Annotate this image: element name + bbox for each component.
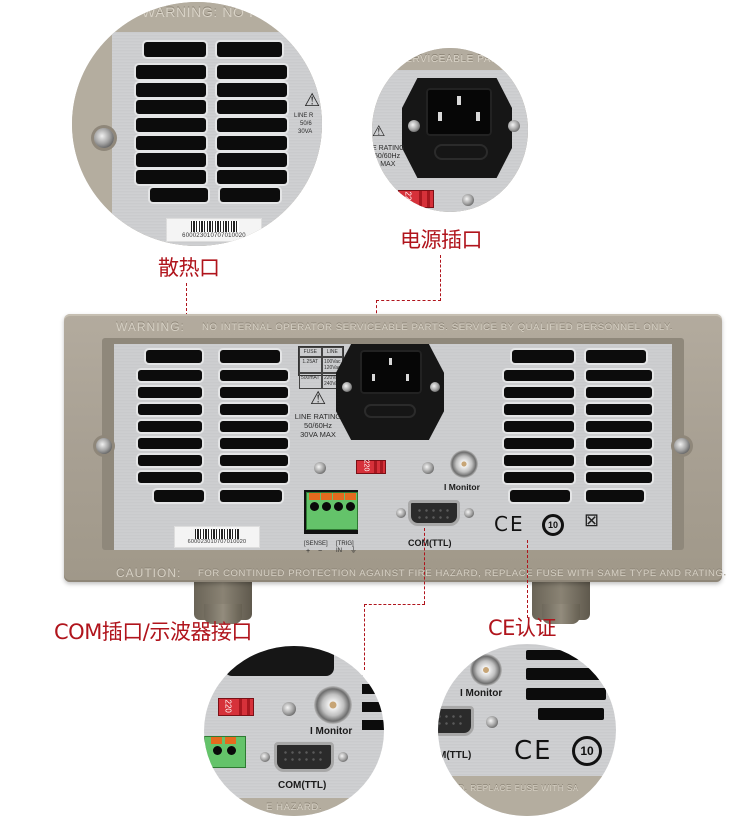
com-ttl-port[interactable] xyxy=(438,706,474,736)
weee-bin-icon: ⊠ xyxy=(584,510,600,530)
device-rear-panel: WARNING: NO INTERNAL OPERATOR SERVICEABL… xyxy=(64,314,726,582)
screw-icon xyxy=(408,120,420,132)
i-monitor-bnc[interactable] xyxy=(314,686,352,724)
barcode-label: 600023010707010020 xyxy=(174,526,260,548)
warning-triangle-icon: ⚠ xyxy=(304,90,321,110)
zoom-circle-ce-cert: I Monitor M(TTL) CE 10 RD, REPLACE FUSE … xyxy=(438,644,616,816)
serviceable-fragment: SERVICEABLE PARTS. xyxy=(398,54,517,65)
screw-icon xyxy=(508,120,520,132)
bnc-connector xyxy=(502,182,528,212)
screw-icon xyxy=(674,438,690,454)
callout-ce-cert: CE认证 xyxy=(488,616,556,640)
callout-line-com xyxy=(364,604,365,670)
screw-icon xyxy=(486,716,498,728)
device-foot-left xyxy=(194,580,252,624)
device-foot-right xyxy=(532,580,590,624)
com-ttl-port[interactable] xyxy=(274,742,334,772)
zoom-circle-power-socket: SERVICEABLE PARTS. ⚠ E RATING 50/60Hz A … xyxy=(372,48,528,212)
screw-icon xyxy=(430,382,440,392)
fuse-drawer[interactable] xyxy=(434,144,488,160)
screw-icon xyxy=(94,128,114,148)
screw-icon xyxy=(464,508,474,518)
callout-power-socket: 电源插口 xyxy=(400,228,483,252)
com-ttl-label: COM(TTL) xyxy=(408,538,452,548)
screw-icon xyxy=(338,752,348,762)
screw-icon xyxy=(462,194,474,206)
zoom-circle-com-port: 220 I Monitor COM(TTL) E HAZARD. xyxy=(204,646,384,816)
warning-fragment: WARNING: NO I xyxy=(142,4,254,20)
com-ttl-port[interactable] xyxy=(408,500,460,526)
screw-icon xyxy=(396,508,406,518)
callout-com-port: COM插口/示波器接口 xyxy=(54,620,252,644)
barcode-label: 600023010707010020 xyxy=(166,218,262,242)
voltage-switch[interactable]: 220 xyxy=(356,460,386,474)
line-rating: LINE RATING 50/60Hz 30VA MAX xyxy=(294,412,342,439)
callout-line-ce xyxy=(527,540,528,618)
i-monitor-label: I Monitor xyxy=(444,482,480,492)
power-socket xyxy=(360,350,422,394)
fuse-drawer[interactable] xyxy=(364,404,416,418)
zoom-circle-heat-vent: WARNING: NO I ⚠ LINE R 50/6 30VA 6000230… xyxy=(72,2,322,246)
epup-10-icon: 10 xyxy=(542,514,564,536)
voltage-switch[interactable]: 220 xyxy=(398,190,434,208)
epup-10-icon: 10 xyxy=(572,736,602,766)
warning-triangle-icon: ⚠ xyxy=(372,123,386,140)
sense-trig-terminal[interactable] xyxy=(306,492,358,530)
caution-label: CAUTION: xyxy=(116,566,182,580)
warning-label: WARNING: xyxy=(116,320,185,334)
i-monitor-bnc[interactable] xyxy=(450,450,478,478)
trig-label: [TRIG] xyxy=(336,541,354,547)
rear-metal-panel: FUSE LINE 1.25AT 100Vac 120Vac 500mAT 22… xyxy=(114,344,672,555)
screw-icon xyxy=(282,702,296,716)
screw-icon xyxy=(342,382,352,392)
screw-icon xyxy=(96,438,112,454)
screw-icon xyxy=(314,462,326,474)
sense-label: [SENSE] xyxy=(304,541,328,547)
warning-triangle-icon: ⚠ xyxy=(310,388,327,408)
screw-icon xyxy=(260,752,270,762)
i-monitor-bnc[interactable] xyxy=(470,654,502,686)
callout-heat-vent: 散热口 xyxy=(158,256,220,280)
screw-icon xyxy=(422,462,434,474)
voltage-switch[interactable]: 220 xyxy=(218,698,254,716)
sense-trig-terminal[interactable] xyxy=(204,736,246,768)
ce-mark-icon: CE xyxy=(514,736,553,766)
caution-text: FOR CONTINUED PROTECTION AGAINST FIRE HA… xyxy=(198,568,727,579)
ce-mark-icon: CE xyxy=(494,512,525,536)
line-rating-fragment: LINE R xyxy=(294,113,314,119)
warning-text: NO INTERNAL OPERATOR SERVICEABLE PARTS. … xyxy=(202,322,673,333)
